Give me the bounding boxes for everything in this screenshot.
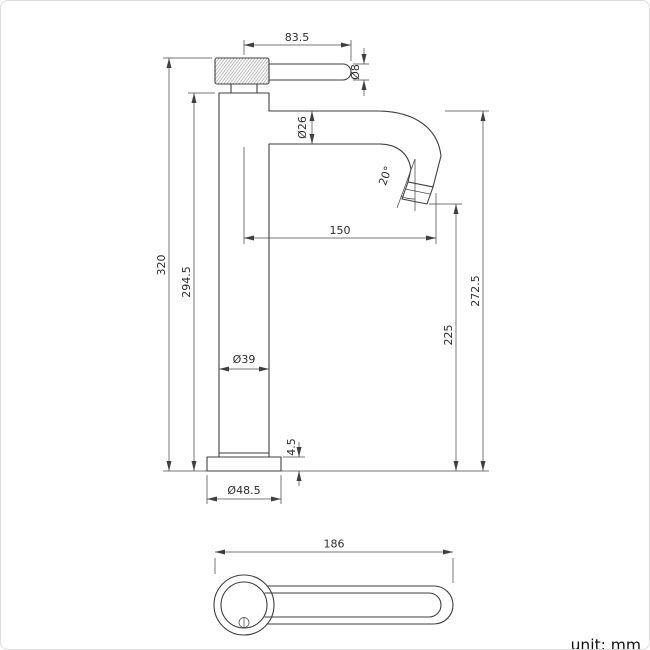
dim-base-diameter: Ø48.5 [206, 475, 282, 504]
dim-total-height: 320 [155, 57, 212, 471]
dim-outlet-height: 225 [429, 203, 462, 471]
dim-base-plate-thickness-label: 4.5 [285, 438, 298, 456]
cartridge-neck [230, 83, 258, 94]
dim-overall-length: 186 [214, 538, 454, 583]
lever-outline [266, 585, 454, 625]
dim-spout-angle: 20° [376, 158, 416, 211]
dim-spout-top-height: 272.5 [445, 110, 489, 471]
dim-spout-tube-diameter: Ø26 [296, 111, 315, 144]
handle-rod [268, 63, 352, 81]
front-view [163, 57, 489, 472]
handle-grip [214, 57, 270, 85]
dim-spout-tube-diameter-label: Ø26 [296, 116, 309, 139]
dim-spout-top-height-label: 272.5 [469, 275, 482, 307]
lever-inner-outline [264, 592, 442, 618]
body-top-circle [213, 574, 275, 636]
dim-handle-rod-diameter: Ø8 [349, 48, 369, 96]
dim-body-diameter-label: Ø39 [233, 353, 256, 366]
dim-overall-length-label: 186 [324, 538, 345, 551]
dim-handle-length: 83.5 [243, 31, 352, 61]
dim-handle-rod-diameter-label: Ø8 [349, 64, 362, 80]
unit-note: unit: mm [571, 636, 641, 650]
dim-base-diameter-label: Ø48.5 [227, 484, 260, 497]
dim-total-height-label: 320 [155, 255, 168, 276]
dim-spout-reach: 150 [243, 147, 437, 244]
dim-body-diameter: Ø39 [219, 353, 269, 372]
aerator-detail-line [404, 188, 431, 195]
dim-body-height: 294.5 [180, 92, 215, 471]
base-plate [206, 456, 282, 472]
angle-arc [401, 196, 416, 200]
dim-body-height-label: 294.5 [180, 266, 193, 298]
dim-handle-length-label: 83.5 [285, 31, 310, 44]
dim-outlet-height-label: 225 [442, 325, 455, 346]
top-view [213, 574, 454, 636]
dim-spout-reach-label: 150 [330, 224, 351, 237]
dim-spout-angle-label: 20° [376, 164, 395, 187]
dim-base-plate-thickness: 4.5 [283, 438, 305, 486]
angle-axis-line [396, 158, 416, 209]
